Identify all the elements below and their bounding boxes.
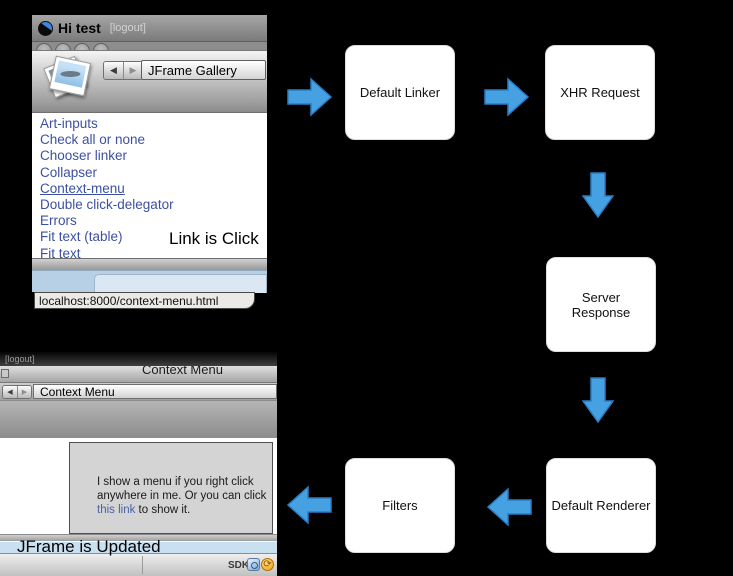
forward-icon: ▶ — [129, 65, 137, 75]
nav-back-forward: ◀ ▶ — [2, 385, 32, 399]
status-blue-strip — [0, 541, 277, 553]
gallery-link-chooser-linker[interactable]: Chooser linker — [40, 148, 128, 164]
context-menu-demo-box[interactable]: I show a menu if you right click anywher… — [69, 442, 273, 534]
bottom-blue-bar — [32, 270, 267, 293]
gallery-link-errors[interactable]: Errors — [40, 213, 77, 229]
window-title: Hi test — [58, 20, 101, 36]
flow-box-server-response: Server Response — [546, 257, 656, 352]
scrollbar-strip[interactable] — [32, 258, 267, 270]
forward-icon: ▶ — [21, 388, 28, 396]
back-icon: ◀ — [7, 388, 13, 396]
this-link[interactable]: this link — [97, 504, 136, 516]
demo-text-line3: to show it. — [135, 504, 191, 516]
page-icon — [1, 369, 9, 378]
forward-button[interactable]: ▶ — [123, 62, 142, 79]
sdk-label: SDK — [228, 560, 250, 571]
browser-window-top: Hi test [logout] ◀ ▶ JFrame Gallery Art-… — [32, 15, 267, 310]
horizontal-scroll-thumb[interactable] — [94, 274, 267, 293]
nav-back-forward: ◀ ▶ — [103, 61, 143, 80]
browser-window-bottom: [logout] Context Menu ◀ ▶ Context Menu I… — [0, 352, 277, 576]
photo-gallery-icon — [40, 53, 94, 107]
flow-box-default-renderer: Default Renderer — [546, 458, 656, 553]
arrow-down-icon — [582, 172, 614, 218]
gallery-link-collapser[interactable]: Collapser — [40, 164, 98, 180]
arrow-right-icon — [484, 77, 529, 117]
toolbar-gradient-area — [0, 401, 277, 438]
arrow-right-icon — [287, 77, 332, 117]
caption-link-clicked: Link is Click — [169, 229, 259, 248]
toolbar-button-strip — [32, 42, 267, 51]
bottom-window-toolbar: ◀ ▶ Context Menu — [0, 383, 277, 401]
logout-link[interactable]: [logout] — [109, 22, 146, 34]
back-icon: ◀ — [110, 65, 117, 75]
gallery-link-double-click[interactable]: Double click-delegator — [40, 197, 174, 213]
toolbar-circle-button[interactable] — [36, 43, 52, 50]
toolbar-circle-button[interactable] — [74, 43, 90, 50]
app-sphere-icon — [38, 20, 53, 36]
back-button[interactable]: ◀ — [104, 62, 123, 79]
gallery-link-list: Art-inputs Check all or none Chooser lin… — [32, 113, 267, 258]
context-menu-content: I show a menu if you right click anywher… — [0, 438, 277, 534]
flow-box-default-linker: Default Linker — [345, 45, 455, 140]
status-url-tooltip: localhost:8000/context-menu.html — [34, 292, 255, 309]
demo-text-line1: I show a menu if you right click — [97, 476, 254, 488]
divider-bar — [0, 534, 277, 541]
gallery-link-fit-text-table[interactable]: Fit text (table) — [40, 229, 123, 245]
top-window-titlebar: Hi test [logout] — [32, 15, 267, 42]
window-title: Context Menu — [142, 366, 223, 377]
arrow-left-icon — [487, 487, 532, 527]
sync-icon[interactable]: ⟳ — [261, 558, 274, 571]
gallery-link-art-inputs[interactable]: Art-inputs — [40, 116, 98, 131]
forward-button[interactable]: ▶ — [17, 386, 31, 398]
back-button[interactable]: ◀ — [3, 386, 17, 398]
nav-title-field[interactable]: Context Menu — [33, 384, 277, 399]
flow-box-xhr-request: XHR Request — [545, 45, 655, 140]
demo-text-line2: anywhere in me. Or you can click — [97, 490, 267, 502]
caption-jframe-updated: JFrame is Updated — [17, 537, 161, 556]
arrow-down-icon — [582, 377, 614, 423]
status-bar: SDK ⟳ — [0, 553, 277, 576]
nav-title-field[interactable]: JFrame Gallery — [141, 60, 266, 80]
demo-box-text: I show a menu if you right click anywher… — [97, 475, 266, 517]
toolbar-circle-button[interactable] — [93, 43, 109, 50]
gallery-link-context-menu[interactable]: Context-menu — [40, 180, 125, 196]
top-window-toolbar: ◀ ▶ JFrame Gallery — [32, 51, 267, 113]
statusbar-divider — [142, 556, 143, 574]
flow-box-filters: Filters — [345, 458, 455, 553]
toolbar-circle-button[interactable] — [55, 43, 71, 50]
bottom-window-topbar: [logout] — [0, 352, 277, 366]
logout-link[interactable]: [logout] — [5, 354, 35, 364]
gallery-link-check-all[interactable]: Check all or none — [40, 132, 146, 148]
web-inspector-icon[interactable] — [247, 558, 260, 571]
bottom-window-titlebar: Context Menu — [0, 366, 277, 383]
arrow-left-icon — [287, 485, 332, 525]
gallery-link-fit-text[interactable]: Fit text — [40, 245, 81, 258]
